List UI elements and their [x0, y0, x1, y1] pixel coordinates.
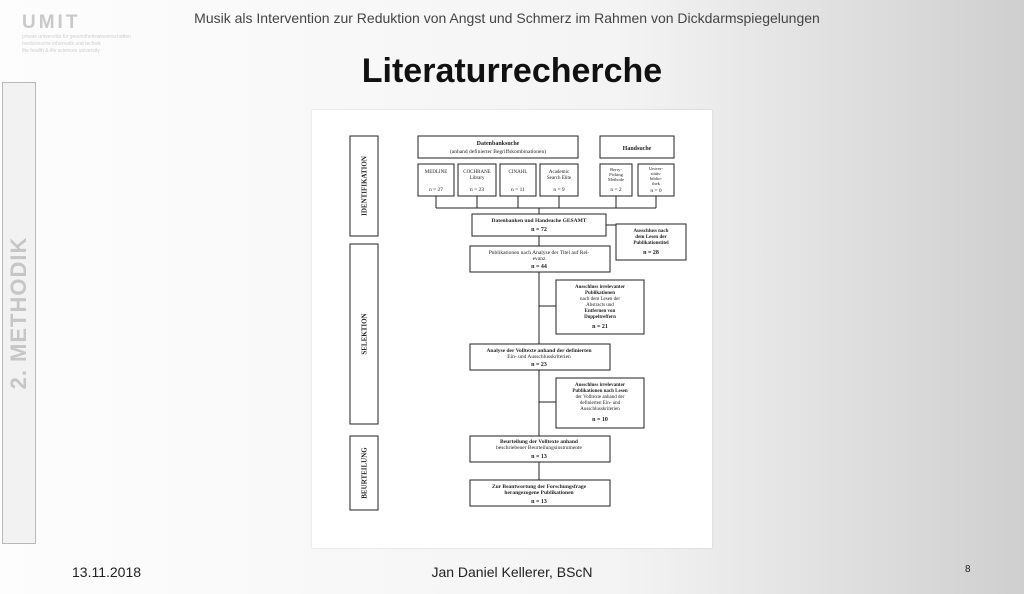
excl-fulltext-line: Ausschlusskriterien [580, 407, 620, 412]
slide-header: Musik als Intervention zur Reduktion von… [194, 10, 820, 26]
excl-fulltext-count: n = 10 [592, 417, 608, 423]
logo-line: private universität für gesundheitswisse… [22, 34, 131, 40]
excl-abstract-line: Publikationen [585, 291, 615, 296]
title-analysis-line: Publikationen nach Analyse der Titel auf… [489, 249, 590, 256]
source-count: n = 27 [429, 187, 443, 193]
source-name: Academic [549, 170, 570, 175]
excl-abstract-line: Abstracts und [586, 303, 614, 308]
assessment-count: n = 13 [531, 454, 547, 460]
excl-title-count: n = 28 [643, 250, 659, 256]
excl-abstract-line: Entfernen von [585, 309, 616, 314]
title-analysis-count: n = 44 [531, 264, 547, 270]
db-search-title: Datenbanksuche [477, 141, 520, 147]
excl-abstract-line: nach dem Lesen der [580, 297, 620, 302]
fulltext-line: Analyse der Volltexte anhand der definie… [486, 348, 591, 354]
prisma-flowchart: IDENTIFIKATION SELEKTION BEURTEILUNG Dat… [312, 110, 712, 548]
phase-label: BEURTEILUNG [361, 447, 369, 499]
source-name: COCHRANE [463, 170, 491, 175]
excl-title-line: dem Lesen der [635, 235, 667, 240]
source-count: n = 0 [650, 188, 662, 194]
source-name: Methode [608, 177, 624, 182]
umit-logo: UMIT private universität für gesundheits… [22, 12, 162, 62]
footer-author: Jan Daniel Kellerer, BScN [431, 564, 593, 580]
total-count: n = 72 [531, 227, 547, 233]
source-name: Library [470, 176, 485, 181]
excl-fulltext-line: definierten Ein- und [580, 401, 621, 406]
db-search-subtitle: (anhand definierter Begriffskombinatione… [450, 148, 546, 155]
excl-fulltext-line: Ausschluss irrelevanter [575, 383, 626, 388]
final-line: herangezogene Publikationen [504, 490, 573, 496]
final-count: n = 13 [531, 499, 547, 505]
excl-title-line: Publikationstitel [633, 241, 669, 246]
excl-fulltext-line: Publikationen nach Lesen [572, 389, 628, 394]
section-label-text: 2. METHODIK [6, 236, 31, 390]
footer-date: 13.11.2018 [72, 564, 142, 580]
final-line: Zur Beantwortung der Forschungsfrage [492, 484, 587, 490]
source-name: Univer- [649, 166, 663, 171]
page-number: 8 [965, 564, 971, 575]
title-analysis-line: evanz [533, 256, 546, 262]
excl-fulltext-line: der Volltexte anhand der [576, 395, 625, 400]
excl-title-line: Ausschluss nach [634, 229, 669, 234]
source-name: Berry- [610, 167, 622, 172]
source-count: n = 9 [553, 187, 565, 193]
logo-line: medizinische informatik und technik [22, 41, 101, 47]
phase-label: IDENTIFIKATION [361, 156, 369, 216]
source-name: sitäts- [651, 171, 662, 176]
excl-abstract-line: Doppeltreffern [584, 315, 616, 320]
source-count: n = 2 [610, 187, 622, 193]
fulltext-line: Ein- und Ausschlusskriterien [507, 354, 571, 360]
source-count: n = 23 [470, 187, 484, 193]
source-name: Search Elite [547, 176, 572, 181]
source-name: CINAHL [509, 170, 528, 175]
logo-title: UMIT [22, 12, 81, 33]
hand-search-title: Handsuche [623, 146, 652, 152]
excl-abstract-line: Ausschluss irrelevanter [575, 285, 626, 290]
source-name: MEDLINE [425, 170, 448, 175]
assessment-line: beschriebener Beurteilungsinstrumente [496, 445, 583, 451]
source-name: Picking [609, 172, 624, 177]
flowchart-svg: IDENTIFIKATION SELEKTION BEURTEILUNG Dat… [349, 135, 687, 511]
excl-abstract-count: n = 21 [592, 324, 608, 330]
assessment-line: Beurteilung der Volltexte anhand [500, 439, 578, 445]
phase-label: SELEKTION [361, 313, 369, 354]
source-name: thek [652, 181, 660, 186]
fulltext-count: n = 23 [531, 362, 547, 368]
total-label: Datenbanken und Handsuche GESAMT [492, 218, 587, 224]
section-label: 2. METHODIK [0, 236, 50, 390]
slide-title: Literaturrecherche [361, 52, 663, 90]
side-frame [2, 82, 36, 544]
source-name: biblio- [650, 176, 663, 181]
source-count: n = 11 [511, 187, 525, 193]
logo-line: the health & life sciences university [22, 48, 100, 54]
